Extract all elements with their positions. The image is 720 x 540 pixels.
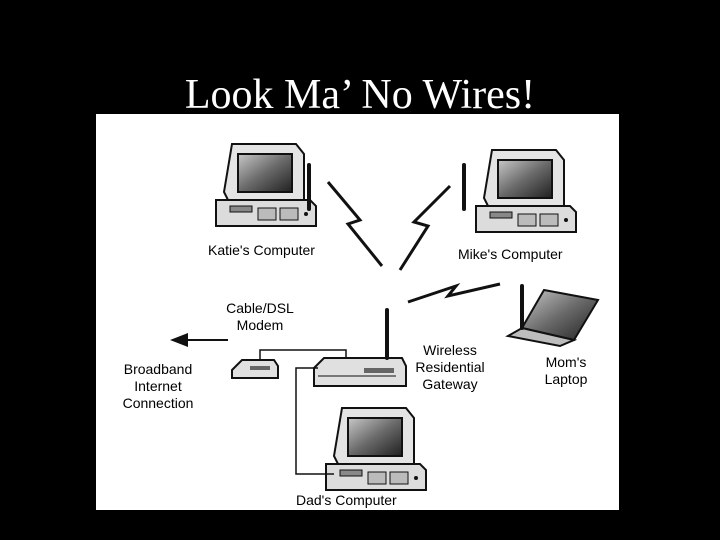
wireless-signal-katie [326, 181, 384, 267]
label-gateway: Wireless Residential Gateway [415, 342, 485, 392]
dad-computer-icon [325, 407, 427, 491]
modem-gateway-cable [259, 349, 347, 360]
katie-computer-icon [215, 143, 317, 227]
mom-laptop-icon [505, 284, 600, 348]
label-dad-computer: Dad's Computer [296, 492, 397, 508]
label-katie-computer: Katie's Computer [208, 242, 315, 258]
modem-icon [231, 359, 279, 379]
network-diagram: Katie's Computer Mike's Computer Cable/D… [96, 114, 619, 510]
label-mom-laptop: Mom's Laptop [544, 354, 588, 387]
mike-computer-icon [462, 149, 577, 233]
gateway-icon [313, 308, 407, 387]
internet-arrow [170, 333, 228, 347]
slide-title: Look Ma’ No Wires! [184, 72, 536, 118]
diagram-graphics [170, 143, 600, 491]
wireless-signal-mike [398, 184, 452, 271]
label-modem: Cable/DSL Modem [226, 300, 294, 333]
label-mike-computer: Mike's Computer [458, 246, 563, 262]
gateway-dad-cable [295, 367, 334, 475]
wireless-signal-mom [407, 282, 501, 304]
label-internet: Broadband Internet Connection [122, 361, 194, 411]
